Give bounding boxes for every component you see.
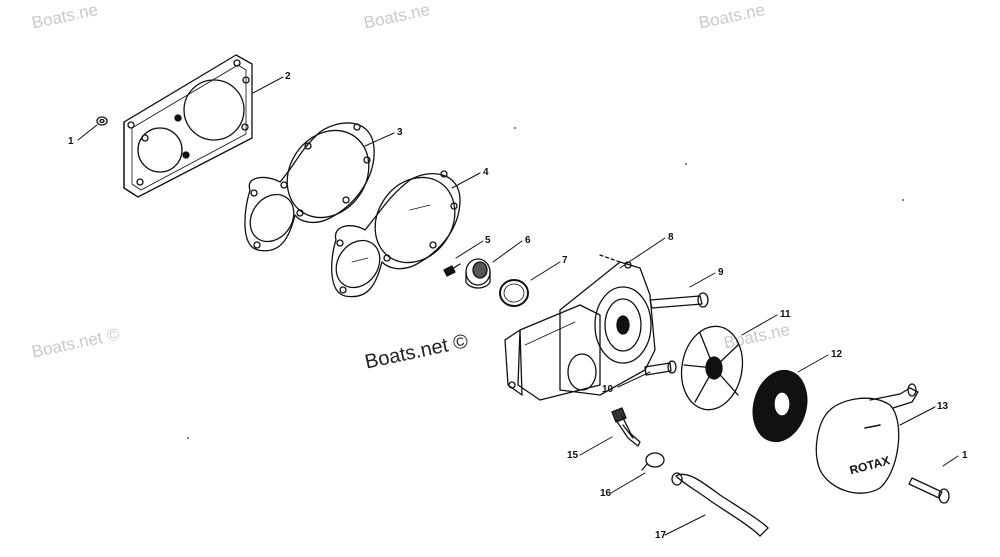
part-15-fitting — [611, 407, 641, 447]
callout-4: 4 — [483, 167, 489, 178]
cover-logo-text: ROTAX — [848, 453, 891, 477]
part-7-o-ring — [499, 279, 529, 307]
part-11-impeller-disc — [680, 325, 744, 411]
part-17-hose — [671, 472, 769, 537]
callout-7: 7 — [562, 255, 568, 266]
callout-11: 11 — [780, 309, 791, 320]
callout-6: 6 — [525, 235, 531, 246]
part-5-screw — [443, 263, 461, 277]
callout-3: 3 — [397, 127, 403, 138]
callout-1b: 1 — [962, 450, 968, 461]
part-1b-screw — [908, 477, 950, 504]
part-2-cover-plate — [123, 54, 253, 198]
callout-10: 10 — [602, 384, 614, 395]
part-9-bolt — [649, 292, 709, 309]
callout-5: 5 — [485, 235, 491, 246]
part-13-pump-cover: ROTAX — [815, 383, 919, 494]
callout-1: 1 — [68, 136, 74, 147]
callout-9: 9 — [718, 267, 724, 278]
specks — [187, 127, 904, 439]
leader-lines — [77, 76, 959, 536]
callout-13: 13 — [937, 401, 949, 412]
part-6-check-valve — [465, 258, 491, 289]
part-8-pump-body — [504, 254, 656, 401]
part-12-gasket-ring — [752, 369, 808, 443]
callout-15: 15 — [567, 450, 579, 461]
part-1-washer — [96, 116, 108, 126]
callout-8: 8 — [668, 232, 674, 243]
part-16-hose-clamp — [641, 452, 665, 471]
callout-2: 2 — [285, 71, 291, 82]
part-3-gasket — [244, 122, 375, 252]
callout-16: 16 — [600, 488, 612, 499]
callout-12: 12 — [831, 349, 843, 360]
part-10-bolt — [644, 360, 677, 376]
part-4-diaphragm — [331, 170, 461, 298]
callout-17: 17 — [655, 530, 667, 541]
